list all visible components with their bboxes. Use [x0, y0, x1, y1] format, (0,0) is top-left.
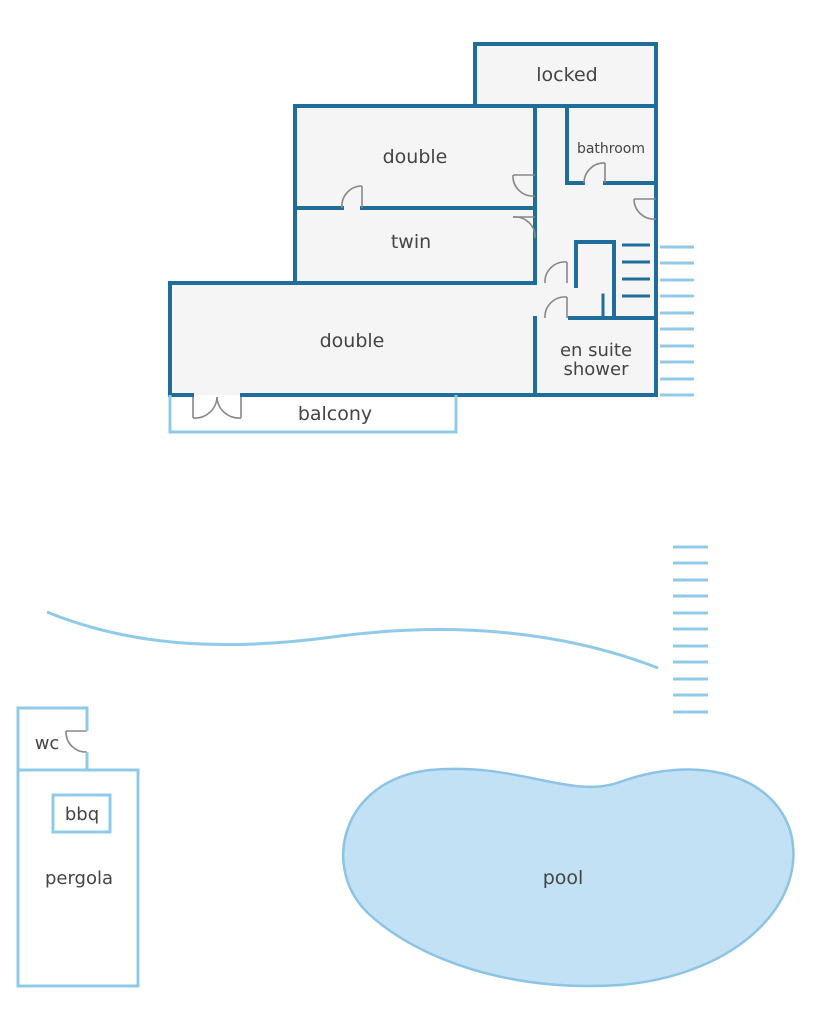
label-wc: wc — [35, 733, 60, 754]
wall-lower-double — [168, 281, 537, 397]
balcony-outline — [168, 395, 458, 434]
stair-treads — [622, 243, 650, 298]
room-fills — [170, 44, 656, 395]
wall-upper-block — [293, 104, 537, 285]
pergola-outline — [16, 768, 140, 988]
label-bbq: bbq — [65, 804, 99, 825]
door-en-suite — [544, 296, 568, 319]
room-double-lower — [170, 283, 536, 395]
label-pool: pool — [543, 867, 584, 889]
door-bathroom — [583, 162, 606, 184]
stair-outline — [574, 240, 616, 320]
label-twin: twin — [391, 231, 431, 253]
door-lower-double — [544, 261, 568, 284]
label-bathroom: bathroom — [577, 141, 645, 157]
door-corridor-twin — [512, 216, 536, 239]
room-en-suite — [536, 318, 656, 395]
garden-steps — [673, 545, 708, 714]
external-stairs-upper — [660, 245, 694, 397]
room-labels: locked bathroom double twin double en su… — [35, 64, 645, 889]
label-en-suite-line1: en suite — [560, 340, 632, 361]
terrace-edge-curve — [46, 610, 659, 670]
label-balcony: balcony — [298, 403, 372, 425]
door-wc — [65, 730, 88, 753]
pool-shape — [342, 767, 795, 988]
room-double-upper — [295, 106, 535, 208]
walls — [168, 42, 658, 397]
door-balcony — [192, 396, 242, 419]
hallway — [535, 106, 656, 318]
door-right-outer — [633, 198, 657, 220]
outdoor-outlines — [16, 245, 708, 988]
bbq-outline — [51, 793, 112, 834]
room-twin — [295, 208, 535, 283]
room-locked — [475, 44, 656, 106]
label-en-suite-line2: shower — [564, 359, 630, 380]
wc-outline-top — [16, 706, 89, 770]
label-pergola: pergola — [45, 868, 113, 889]
door-double-upper — [341, 185, 363, 209]
door-corridor-double — [512, 174, 536, 197]
label-double-upper: double — [383, 146, 448, 168]
label-double-lower: double — [320, 330, 385, 352]
label-locked: locked — [536, 64, 597, 86]
doors — [65, 162, 657, 753]
